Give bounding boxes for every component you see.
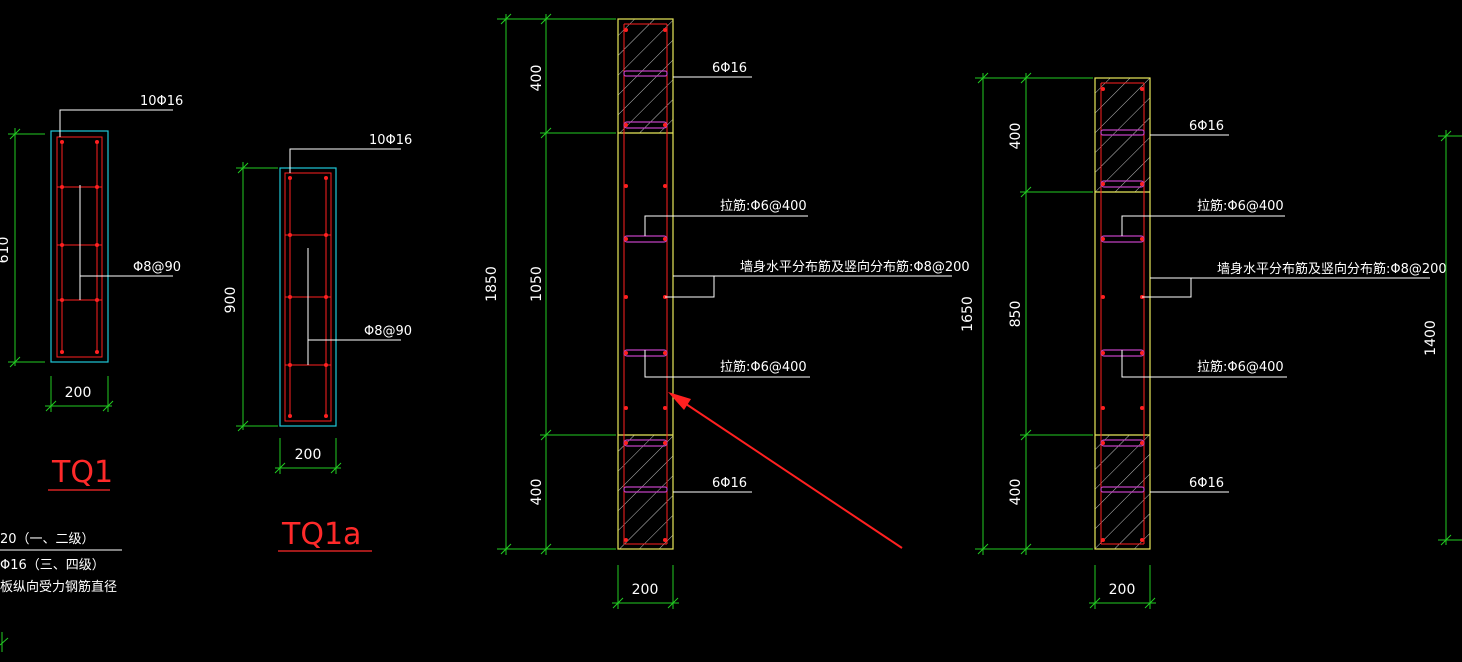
right-edge-dimension: 1400 xyxy=(1423,130,1462,546)
tq1-width-label: 200 xyxy=(65,385,92,401)
wall1-top-zone-label: 400 xyxy=(529,65,545,92)
wall1-ties xyxy=(623,70,668,493)
tq1-rebar-dots xyxy=(60,140,99,354)
wall1-distribution-label: 墙身水平分布筋及竖向分布筋:Φ8@200 xyxy=(740,259,970,275)
wall2-outline xyxy=(1094,77,1151,550)
wall1-dimension-chain: 1850 400 1050 400 xyxy=(484,13,616,555)
tq1-stirrup-outer xyxy=(56,136,103,358)
wall1-top-bars-label: 6Φ16 xyxy=(712,61,747,76)
wall-section-1: 1850 400 1050 400 xyxy=(484,13,970,609)
wall2-middle-zone-label: 850 xyxy=(1008,301,1024,328)
wall1-rebar-dots xyxy=(624,28,667,542)
wall-section-2: 1650 400 850 400 xyxy=(960,72,1462,609)
wall2-top-bars-label: 6Φ16 xyxy=(1189,119,1224,134)
note-line-2: Φ16（三、四级） xyxy=(0,558,105,573)
section-tq1a: 900 10Φ16 Φ8@90 200 TQ1a xyxy=(223,133,412,552)
tq1a-height-label: 900 xyxy=(223,287,239,314)
wall1-bottom-zone-label: 400 xyxy=(529,479,545,506)
wall2-tie-upper-label: 拉筋:Φ6@400 xyxy=(1197,198,1284,214)
section-tq1: 610 10Φ16 Φ8@90 200 TQ xyxy=(0,94,183,491)
wall2-rebar-dots xyxy=(1101,87,1144,542)
tq1-cover-outline xyxy=(50,130,109,363)
note-line-1: 20（一、二级） xyxy=(0,532,95,547)
wall1-width-dimension: 200 xyxy=(612,565,679,609)
tq1a-cover-outline xyxy=(279,167,337,427)
tq1a-title: TQ1a xyxy=(281,517,361,552)
wall1-middle-zone-label: 1050 xyxy=(529,266,545,302)
wall1-tie-lower-label: 拉筋:Φ6@400 xyxy=(720,359,807,375)
tq1-title: TQ1 xyxy=(51,455,113,490)
wall1-outline xyxy=(617,18,674,550)
tq1a-rebar-dots xyxy=(288,176,328,418)
wall1-width-label: 200 xyxy=(632,582,659,598)
wall1-bottom-bars-label: 6Φ16 xyxy=(712,476,747,491)
tq1-top-bars-label: 10Φ16 xyxy=(140,94,183,109)
tq1-height-dimension: 610 xyxy=(0,128,45,368)
wall2-tie-lower-label: 拉筋:Φ6@400 xyxy=(1197,359,1284,375)
wall2-distribution-label: 墙身水平分布筋及竖向分布筋:Φ8@200 xyxy=(1217,261,1447,277)
wall2-bottom-zone-label: 400 xyxy=(1008,479,1024,506)
wall2-dimension-chain: 1650 400 850 400 xyxy=(960,72,1093,555)
note-line-3: 板纵向受力钢筋直径 xyxy=(0,579,117,595)
wall2-width-label: 200 xyxy=(1109,582,1136,598)
tq1-stirrup-label: Φ8@90 xyxy=(133,260,181,275)
wall2-width-dimension: 200 xyxy=(1089,565,1156,609)
wall2-bottom-bars-label: 6Φ16 xyxy=(1189,476,1224,491)
wall2-top-zone-label: 400 xyxy=(1008,123,1024,150)
tq1-height-label: 610 xyxy=(0,237,12,264)
right-edge-dimension-label: 1400 xyxy=(1423,320,1439,356)
wall1-total-height-label: 1850 xyxy=(484,266,500,302)
wall2-total-height-label: 1650 xyxy=(960,296,976,332)
tq1a-width-dimension: 200 xyxy=(274,438,342,474)
tq1a-top-bars-label: 10Φ16 xyxy=(369,133,412,148)
tq1a-height-dimension: 900 xyxy=(223,162,278,432)
wall1-tie-upper-label: 拉筋:Φ6@400 xyxy=(720,198,807,214)
reinforcement-notes: 20（一、二级） Φ16（三、四级） 板纵向受力钢筋直径 xyxy=(0,532,122,652)
annotation-arrow xyxy=(668,392,903,549)
tq1a-width-label: 200 xyxy=(295,447,322,463)
tq1a-stirrup-label: Φ8@90 xyxy=(364,324,412,339)
tq1-width-dimension: 200 xyxy=(45,376,114,412)
